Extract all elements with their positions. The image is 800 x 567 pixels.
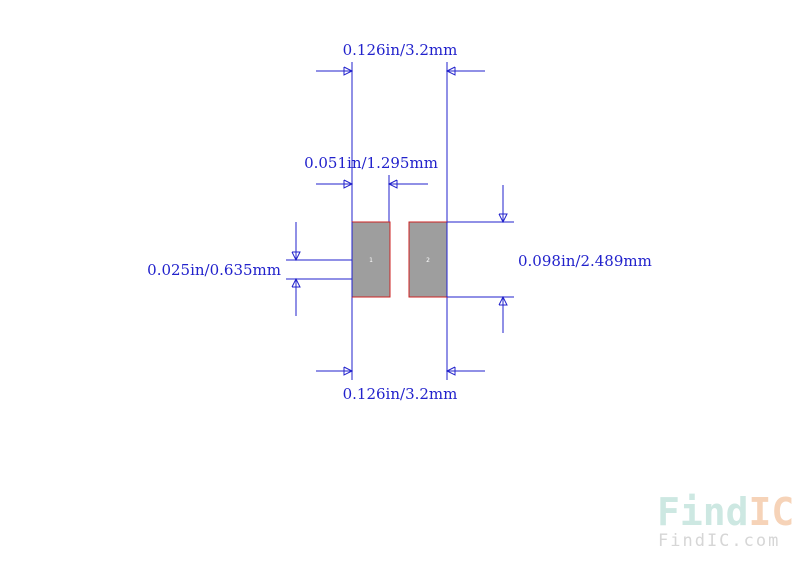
top-width-label: 0.126in/3.2mm [343,41,458,59]
pad-2-label: 2 [426,257,430,264]
arrow-padwidth-bottom [291,277,301,288]
bottom-width-label: 0.126in/3.2mm [343,385,458,403]
arrow-gap-right [387,179,398,189]
watermark-logo: FindIC [657,490,794,534]
arrow-height-top [498,213,508,224]
pad-width-label: 0.025in/0.635mm [147,261,281,279]
arrow-padwidth-top [291,251,301,262]
overlay-lines [351,222,448,297]
pad-1-label: 1 [369,257,373,264]
dimension-lines [286,62,514,380]
watermark-url: FindIC.com [658,531,780,551]
gap-label: 0.051in/1.295mm [304,154,438,172]
arrow-gap-left [343,179,354,189]
pads: 1 2 [351,221,448,298]
arrow-bottom-width-right [445,366,456,376]
arrow-top-width-right [445,66,456,76]
watermark-logo-ic: IC [749,490,795,534]
dimension-labels: 0.126in/3.2mm 0.051in/1.295mm 0.025in/0.… [147,41,652,403]
arrow-top-width-left [343,66,354,76]
dimension-arrows [291,66,508,376]
watermark-logo-find: Find [657,490,749,534]
arrow-bottom-width-left [343,366,354,376]
pad-height-label: 0.098in/2.489mm [518,252,652,270]
arrow-height-bottom [498,295,508,306]
findic-watermark: FindIC FindIC.com [657,490,794,551]
